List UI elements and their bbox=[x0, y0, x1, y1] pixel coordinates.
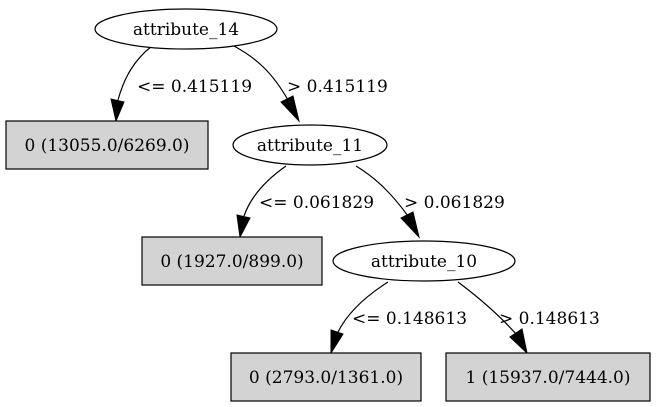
edge-arrowhead bbox=[280, 95, 300, 123]
edge-attribute10-right bbox=[457, 281, 517, 335]
edge-arrowhead bbox=[110, 98, 125, 123]
edge-attribute14-right bbox=[233, 45, 289, 101]
decision-node-label: attribute_10 bbox=[371, 252, 477, 272]
edge-label-attribute11-left: <= 0.061829 bbox=[259, 193, 374, 213]
leaf-node-label: 0 (2793.0/1361.0) bbox=[249, 368, 403, 388]
edge-attribute10-left bbox=[337, 281, 389, 333]
edge-label-attribute14-right: > 0.415119 bbox=[287, 77, 388, 97]
decision-node-label: attribute_11 bbox=[257, 136, 363, 156]
edge-label-attribute10-left: <= 0.148613 bbox=[352, 309, 467, 329]
edge-label-attribute11-right: > 0.061829 bbox=[404, 193, 505, 213]
edge-label-attribute14-left: <= 0.415119 bbox=[137, 77, 252, 97]
decision-node-attribute11 bbox=[232, 124, 388, 166]
leaf-node bbox=[445, 352, 651, 402]
leaf-node bbox=[5, 120, 209, 170]
edge-arrowhead bbox=[509, 328, 528, 355]
decision-node-attribute10 bbox=[332, 240, 516, 282]
leaf-node-label: 1 (15937.0/7444.0) bbox=[466, 368, 631, 388]
edge-arrowhead bbox=[400, 211, 420, 239]
leaf-node-label: 0 (1927.0/899.0) bbox=[160, 252, 303, 272]
edge-attribute14-left bbox=[117, 45, 153, 101]
edge-attribute11-right bbox=[355, 165, 409, 217]
edge-attribute11-left bbox=[243, 165, 287, 217]
edge-arrowhead bbox=[236, 214, 251, 239]
leaf-node-label: 0 (13055.0/6269.0) bbox=[25, 136, 190, 156]
leaf-node bbox=[141, 236, 323, 286]
decision-node-label: attribute_14 bbox=[133, 20, 239, 40]
leaf-node bbox=[230, 352, 422, 402]
edge-label-attribute10-right: > 0.148613 bbox=[499, 309, 600, 329]
edge-arrowhead bbox=[330, 329, 344, 355]
decision-node-attribute14 bbox=[94, 8, 278, 50]
